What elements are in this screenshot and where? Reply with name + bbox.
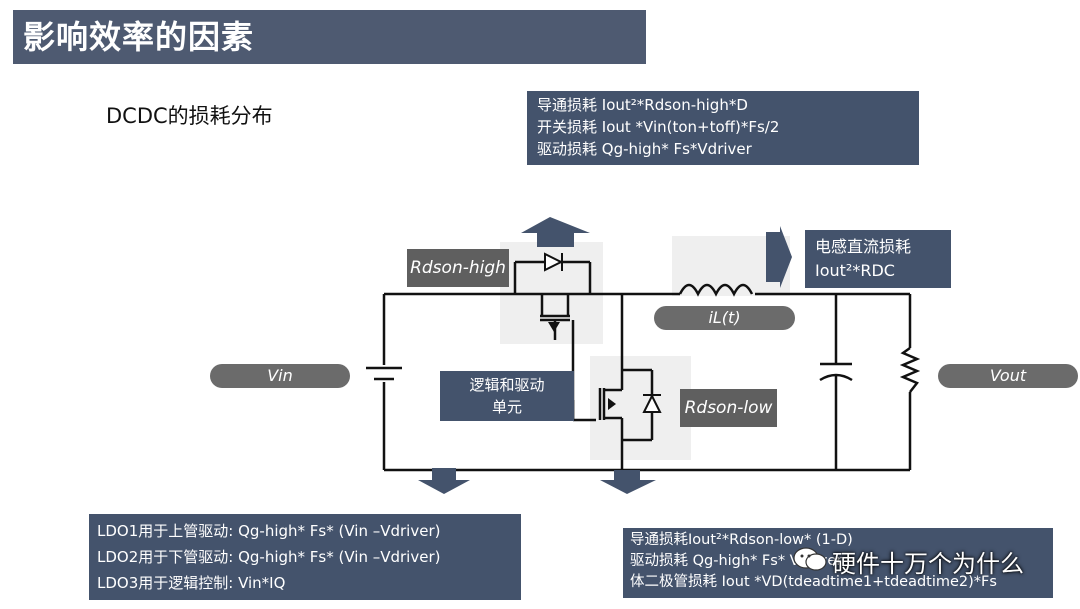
inductor-loss-formula: Iout²*RDC — [815, 261, 895, 280]
inductor-loss-box: 电感直流损耗 Iout²*RDC — [805, 230, 951, 288]
switching-loss: 开关损耗 Iout *Vin(ton+toff)*Fs/2 — [537, 118, 780, 136]
low-side-diode — [642, 393, 662, 413]
conduction-loss-low: 导通损耗Iout²*Rdson-low* (1-D) — [630, 532, 853, 548]
high-side-mosfet-arrow — [548, 322, 560, 332]
body-diode-loss: 体二极管损耗 Iout *VD(tdeadtime1+tdeadtime2)*F… — [630, 574, 997, 590]
arrow-right-icon — [766, 226, 792, 288]
inductor-coil — [678, 283, 754, 297]
load-resistor — [899, 346, 921, 393]
drive-loss-low: 驱动损耗 Qg-high* Fs* Vdriver — [630, 553, 843, 569]
ldo1-loss: LDO1用于上管驱动: Qg-high* Fs* (Vin –Vdriver) — [97, 522, 441, 540]
arrow-down-icon — [600, 470, 656, 494]
logic-driver-unit: 逻辑和驱动 单元 — [440, 371, 574, 421]
rdson-low-label: Rdson-low — [680, 389, 777, 427]
ldo2-loss: LDO2用于下管驱动: Qg-high* Fs* (Vin –Vdriver) — [97, 548, 441, 566]
conduction-loss-high: 导通损耗 Iout²*Rdson-high*D — [537, 96, 748, 114]
inductor-current-label: iL(t) — [654, 306, 795, 330]
logic-unit-line2: 单元 — [491, 398, 522, 416]
logic-unit-line1: 逻辑和驱动 — [469, 376, 545, 394]
drive-loss-high: 驱动损耗 Qg-high* Fs*Vdriver — [537, 140, 752, 158]
inductor-loss-title: 电感直流损耗 — [815, 237, 912, 256]
arrow-down-icon — [418, 468, 470, 494]
vout-label: Vout — [938, 364, 1078, 388]
watermark-text: 硬件十万个为什么 — [832, 550, 1024, 578]
low-side-mosfet-shade — [590, 356, 691, 460]
ldo3-loss: LDO3用于逻辑控制: Vin*IQ — [97, 574, 286, 592]
high-side-diode — [544, 252, 564, 272]
arrow-up-icon — [521, 217, 590, 247]
page-title: 影响效率的因素 — [13, 10, 646, 64]
low-side-losses-box: 导通损耗Iout²*Rdson-low* (1-D) 驱动损耗 Qg-high*… — [623, 528, 1053, 598]
wechat-icon — [792, 546, 828, 572]
ldo-losses-box: LDO1用于上管驱动: Qg-high* Fs* (Vin –Vdriver) … — [89, 514, 521, 600]
rdson-high-label: Rdson-high — [407, 249, 509, 287]
vin-label: Vin — [210, 364, 350, 388]
low-side-mosfet-arrow — [608, 398, 616, 410]
diagram-subtitle: DCDC的损耗分布 — [106, 104, 273, 128]
high-side-losses-box: 导通损耗 Iout²*Rdson-high*D 开关损耗 Iout *Vin(t… — [527, 91, 919, 165]
